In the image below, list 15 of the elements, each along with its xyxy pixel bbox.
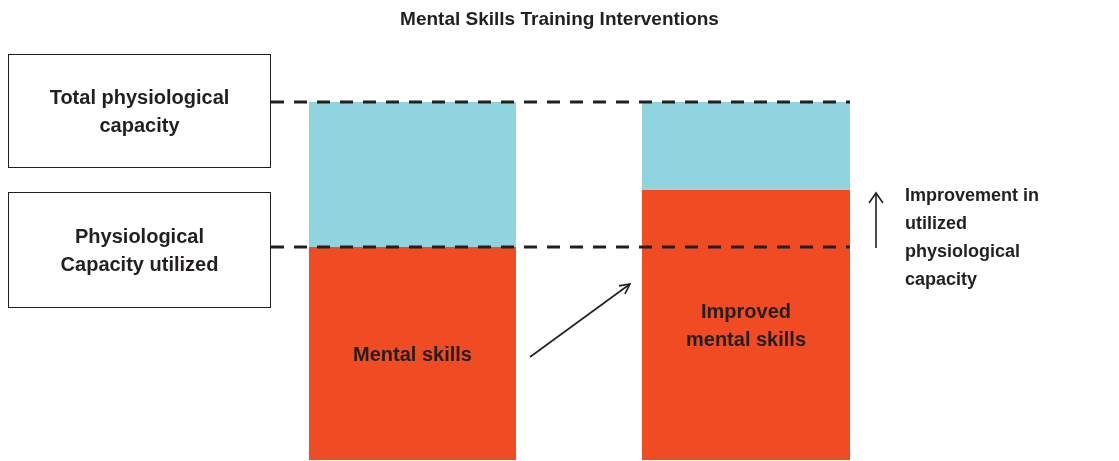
bar-segment-upper (642, 102, 850, 190)
node-label: Improved mental skills (684, 299, 808, 352)
bar-segment (642, 190, 850, 460)
node-label: Mental skills (353, 341, 472, 367)
arrow (529, 283, 631, 358)
node-label: Physiological Capacity utilized (59, 224, 220, 277)
level-box (8, 54, 271, 168)
level-box (8, 192, 271, 308)
bar-segment-upper (309, 102, 516, 247)
dashed-level-line (271, 245, 850, 249)
annotation-text: Improvement in utilized physiological capacity (905, 184, 1041, 291)
bar-segment (309, 247, 516, 460)
diagram-title: Mental Skills Training Interventions (399, 8, 720, 30)
node-label: Total physiological capacity (48, 85, 231, 138)
dashed-level-line (271, 100, 850, 104)
